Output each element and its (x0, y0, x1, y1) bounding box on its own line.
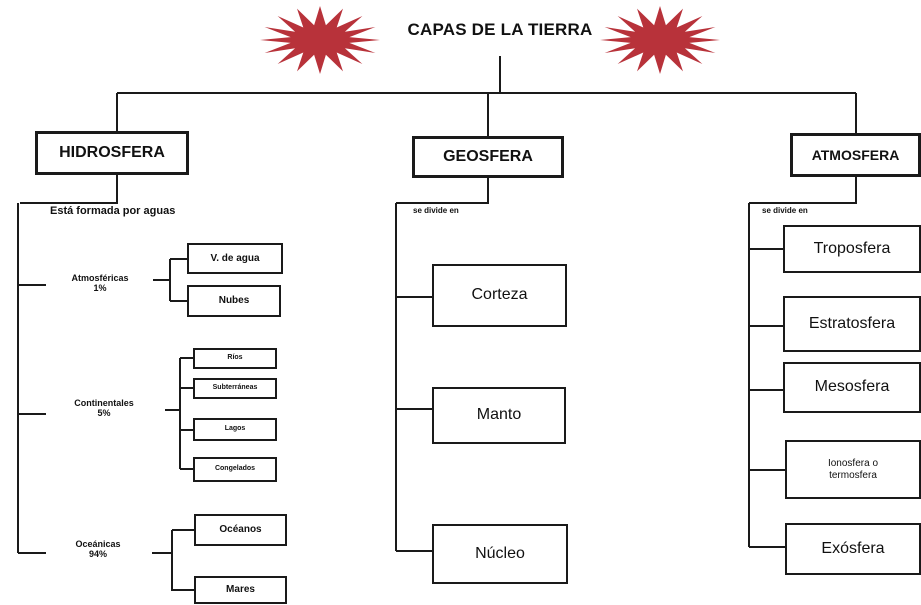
atmosfera-connector-text: se divide en (762, 206, 808, 215)
diagram-title: CAPAS DE LA TIERRA (407, 20, 593, 39)
left-starburst-icon (260, 6, 380, 74)
ionosfera-termosfera-box: Ionosfera o termosfera (785, 440, 921, 499)
troposfera-box: Troposfera (783, 225, 921, 273)
subterraneas-box: Subterráneas (193, 378, 277, 399)
oceanos-box: Océanos (194, 514, 287, 546)
congelados-box: Congelados (193, 457, 277, 482)
exosfera-box: Exósfera (785, 523, 921, 575)
hidrosfera-box: HIDROSFERA (35, 131, 189, 175)
continentales-label: Continentales 5% (74, 398, 134, 419)
right-starburst-icon (600, 6, 720, 74)
geosfera-connector-text: se divide en (413, 206, 459, 215)
lagos-box: Lagos (193, 418, 277, 441)
atmosfericas-label: Atmosféricas 1% (71, 273, 129, 294)
hidrosfera-connector-text: Está formada por aguas (50, 205, 176, 217)
mares-box: Mares (194, 576, 287, 604)
oceanicas-label: Oceánicas 94% (75, 539, 121, 560)
atmosfera-box: ATMOSFERA (790, 133, 921, 177)
manto-box: Manto (432, 387, 566, 444)
corteza-box: Corteza (432, 264, 567, 327)
estratosfera-box: Estratosfera (783, 296, 921, 352)
rios-box: Ríos (193, 348, 277, 369)
geosfera-box: GEOSFERA (412, 136, 564, 178)
mesosfera-box: Mesosfera (783, 362, 921, 413)
nubes-box: Nubes (187, 285, 281, 317)
nucleo-box: Núcleo (432, 524, 568, 584)
v-de-agua-box: V. de agua (187, 243, 283, 274)
